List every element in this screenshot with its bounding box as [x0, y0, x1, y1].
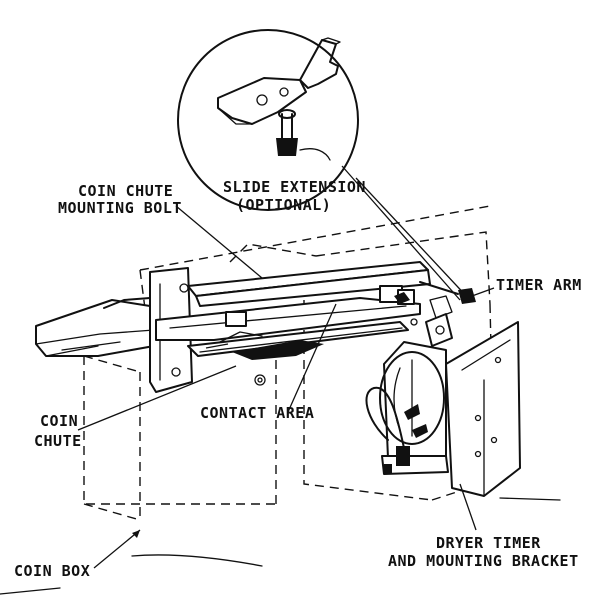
leader-contact-area-2	[205, 343, 229, 349]
label-timer-arm: TIMER ARM	[496, 276, 582, 294]
leader-coin-box	[93, 529, 141, 569]
label-dryer-timer-2: AND MOUNTING BRACKET	[388, 552, 579, 570]
label-slide-extension-optional: (OPTIONAL)	[236, 196, 331, 214]
slide-extension-pin	[281, 113, 293, 141]
label-coin-chute-bolt-2: MOUNTING BOLT	[58, 199, 182, 217]
slide-extension-detail	[177, 29, 471, 301]
leader-lines	[77, 205, 495, 569]
detail-leader-line	[341, 165, 461, 301]
label-dryer-timer-1: DRYER TIMER	[436, 534, 541, 552]
label-coin-chute-2: CHUTE	[34, 432, 82, 450]
slide-assembly	[155, 261, 476, 360]
coin-chute	[35, 297, 157, 357]
slide-extension-bracket	[299, 39, 339, 89]
label-slide-extension: SLIDE EXTENSION	[223, 178, 366, 196]
ground-lines	[0, 497, 561, 595]
label-coin-chute-1: COIN	[40, 412, 78, 430]
leader-coin-chute	[77, 365, 237, 431]
label-coin-box: COIN BOX	[14, 562, 90, 580]
timer-dial	[379, 351, 445, 445]
label-contact-area: CONTACT AREA	[200, 404, 314, 422]
label-coin-chute-bolt-1: COIN CHUTE	[78, 182, 173, 200]
timer-wire	[365, 386, 405, 449]
leader-timer-arm	[471, 287, 495, 297]
dryer-timer-bracket	[365, 313, 521, 497]
leader-contact-area	[287, 303, 337, 413]
timer-arm	[458, 288, 476, 304]
coin-box	[83, 354, 277, 521]
leader-coin-chute-bolt	[175, 205, 263, 279]
detail-leader-line-2	[355, 177, 471, 301]
leader-dryer-timer	[459, 483, 477, 531]
detail-circle	[177, 29, 359, 211]
